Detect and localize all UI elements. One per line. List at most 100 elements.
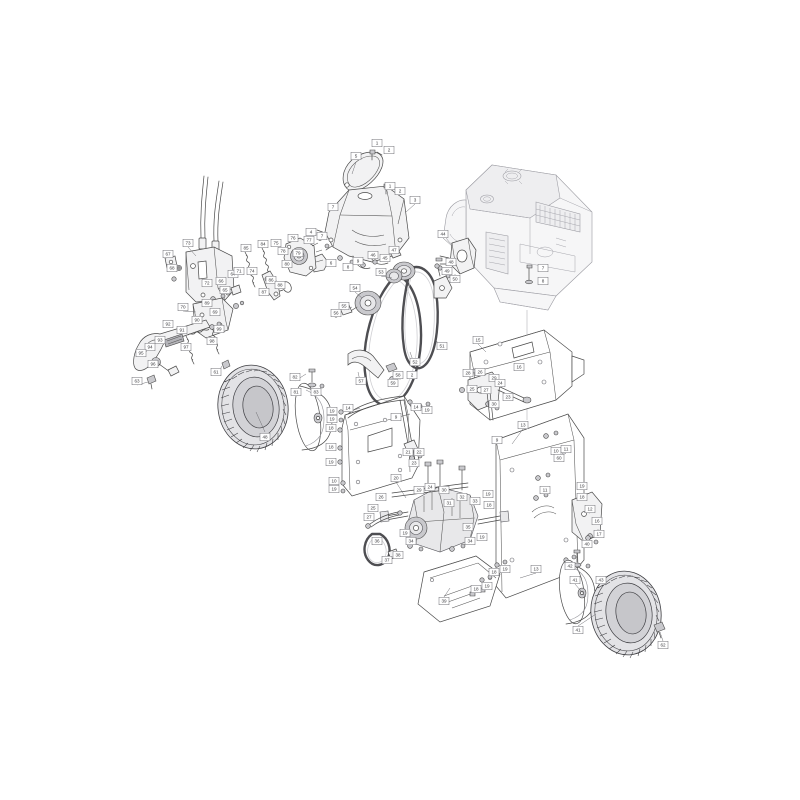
callout-number: 31 — [446, 501, 452, 506]
callout-number: 18 — [328, 445, 334, 450]
callout-19: 19 — [481, 582, 493, 590]
callout-box — [325, 259, 337, 267]
callout-box — [466, 385, 478, 393]
callout-box — [310, 388, 322, 396]
callout-41: 41 — [569, 576, 581, 584]
callout-number: 9 — [357, 259, 360, 264]
callout-number: 2 — [411, 373, 414, 378]
callout-number: 39 — [441, 599, 447, 604]
callout-26: 26 — [375, 493, 387, 501]
seat-pad — [342, 151, 384, 192]
callout-box — [363, 513, 375, 521]
callout-48: 48 — [445, 258, 457, 266]
callout-21: 21 — [402, 448, 414, 456]
callout-number: 19 — [402, 531, 408, 536]
callout-box — [539, 486, 551, 494]
callout-number: 20 — [393, 476, 399, 481]
callout-number: 6 — [330, 261, 333, 266]
callout-number: 19 — [331, 487, 337, 492]
hood-fasteners — [316, 229, 366, 268]
callout-number: 36 — [374, 539, 380, 544]
callout-number: 46 — [370, 253, 376, 258]
callout-box — [657, 641, 669, 649]
callout-number: 19 — [424, 408, 430, 413]
callout-box — [593, 530, 605, 538]
callout-box — [325, 424, 337, 432]
callout-box — [564, 562, 576, 570]
callout-box — [162, 320, 174, 328]
callout-number: 62 — [660, 643, 666, 648]
callout-box — [405, 537, 417, 545]
callout-box — [371, 139, 383, 147]
callout-box — [469, 497, 481, 505]
callout-8: 8 — [342, 263, 354, 271]
callout-19: 19 — [576, 482, 588, 490]
callout-box — [441, 267, 453, 275]
callout-number: 19 — [329, 417, 335, 422]
callout-80: 80 — [281, 260, 293, 268]
callout-number: 67 — [165, 252, 171, 257]
callout-box — [494, 379, 506, 387]
callout-40: 40 — [581, 540, 593, 548]
callout-number: 15 — [475, 338, 481, 343]
callout-number: 18 — [328, 426, 334, 431]
callout-number: 82 — [292, 375, 298, 380]
callout-number: 10 — [553, 449, 559, 454]
callout-number: 2 — [388, 148, 391, 153]
callout-96: 96 — [147, 360, 159, 368]
callout-38: 38 — [392, 551, 404, 559]
callout-66: 66 — [215, 277, 227, 285]
callout-number: 44 — [440, 232, 446, 237]
callout-box — [392, 371, 404, 379]
callout-box — [483, 501, 495, 509]
callout-number: 1 — [376, 141, 379, 146]
callout-76: 76 — [287, 234, 299, 242]
callout-number: 26 — [477, 370, 483, 375]
callout-13: 13 — [530, 565, 542, 573]
callout-number: 1 — [389, 184, 392, 189]
callout-number: 7 — [321, 234, 324, 239]
callout-box — [413, 486, 425, 494]
callout-box — [443, 499, 455, 507]
callout-box — [409, 358, 421, 366]
callout-box — [338, 302, 350, 310]
callout-box — [481, 582, 493, 590]
callout-box — [342, 404, 354, 412]
callout-2: 2 — [394, 187, 406, 195]
callout-9: 9 — [390, 413, 402, 421]
callout-94: 94 — [144, 343, 156, 351]
callout-number: 19 — [502, 567, 508, 572]
right-wheel-assembly — [558, 549, 666, 659]
callout-32: 32 — [456, 493, 468, 501]
callout-69: 69 — [209, 308, 221, 316]
hood-console — [316, 149, 410, 268]
callout-box — [472, 336, 484, 344]
callout-number: 75 — [273, 241, 279, 246]
callout-number: 88 — [277, 283, 283, 288]
callout-number: 22 — [416, 450, 422, 455]
callout-number: 16 — [516, 365, 522, 370]
callout-number: 28 — [465, 371, 471, 376]
callout-box — [209, 308, 221, 316]
callout-number: 99 — [216, 327, 222, 332]
callout-box — [325, 443, 337, 451]
callout-box — [289, 373, 301, 381]
callout-30: 30 — [488, 400, 500, 408]
callout-number: 19 — [479, 535, 485, 540]
callout-layer: 5121237476894645474448495078535455565152… — [131, 139, 669, 649]
callout-82: 82 — [289, 373, 301, 381]
callout-number: 48 — [448, 260, 454, 265]
callout-number: 59 — [390, 381, 396, 386]
callout-19: 19 — [399, 529, 411, 537]
callout-19: 19 — [328, 485, 340, 493]
callout-box — [390, 474, 402, 482]
callout-number: 5 — [355, 154, 358, 159]
callout-number: 65 — [222, 288, 228, 293]
engine-assembly — [443, 164, 593, 420]
callout-box — [502, 393, 514, 401]
callout-number: 71 — [236, 269, 242, 274]
callout-44: 44 — [437, 230, 449, 238]
callout-number: 27 — [366, 515, 372, 520]
callout-number: 3 — [414, 198, 417, 203]
callout-number: 4 — [310, 230, 313, 235]
